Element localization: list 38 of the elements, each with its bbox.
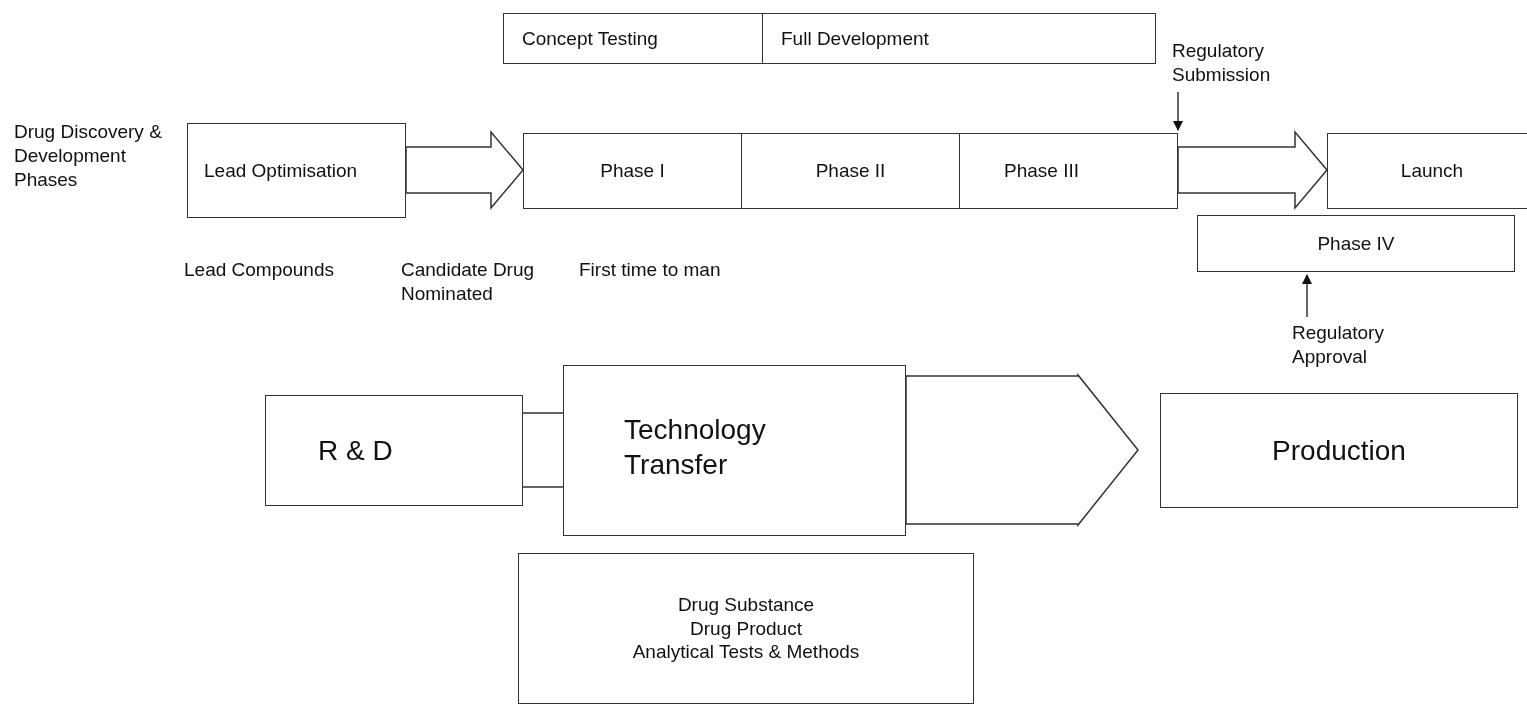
- box-text: Full Development: [781, 26, 929, 51]
- process-box: [1197, 215, 1515, 272]
- process-box: [1160, 393, 1518, 508]
- process-box: [503, 13, 763, 64]
- process-box: [959, 133, 1178, 209]
- connector-band: [522, 412, 564, 488]
- box-text: Phase IV: [1317, 231, 1395, 256]
- annotation-text: First time to man: [579, 258, 722, 282]
- box-text: Launch: [1400, 159, 1464, 183]
- box-text: Technology Transfer: [624, 413, 767, 482]
- box-text: Phase I: [600, 159, 665, 183]
- arrow: [1173, 91, 1183, 131]
- process-box: [518, 553, 974, 704]
- box-text: Drug Product: [690, 616, 802, 641]
- arrow: [1302, 274, 1312, 318]
- box-text: Lead Optimisation: [204, 158, 358, 183]
- box-text: R & D: [318, 434, 393, 468]
- box-text: Production: [1272, 434, 1406, 468]
- annotation-text: Lead Compounds: [184, 258, 335, 282]
- box-text: Concept Testing: [522, 26, 658, 51]
- process-box: [265, 395, 523, 506]
- block-arrow: [1177, 129, 1328, 211]
- process-box: [1327, 133, 1527, 209]
- process-box: [741, 133, 960, 209]
- box-text: Drug Substance: [677, 592, 815, 617]
- process-box: [523, 133, 742, 209]
- block-arrow: [905, 372, 1139, 528]
- block-arrow: [405, 129, 524, 211]
- note-text: Regulatory Approval: [1292, 321, 1385, 369]
- box-text: Phase III: [1004, 159, 1079, 183]
- process-box: [563, 365, 906, 536]
- process-box: [187, 123, 406, 218]
- box-text: Analytical Tests & Methods: [632, 640, 860, 665]
- annotation-text: Candidate Drug Nominated: [401, 258, 536, 307]
- annotation-text: Drug Discovery & Development Phases: [14, 120, 163, 193]
- process-box: [762, 13, 1156, 64]
- box-text: Phase II: [815, 159, 886, 183]
- note-text: Regulatory Submission: [1172, 39, 1272, 87]
